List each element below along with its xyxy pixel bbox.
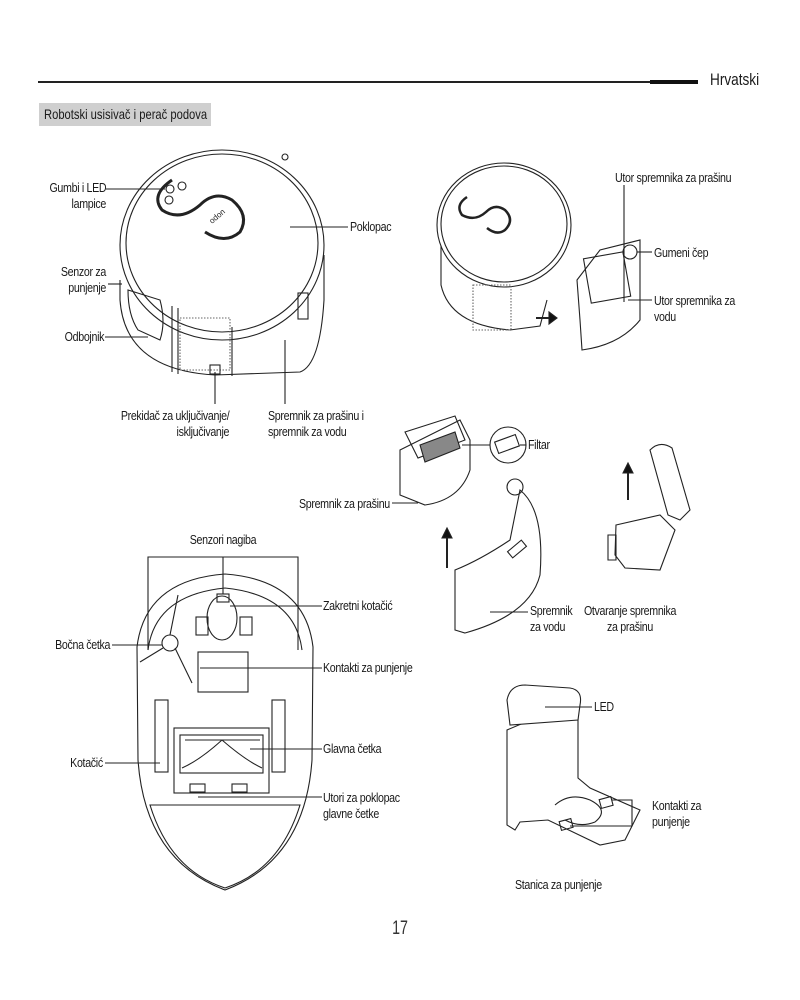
opening-dust-bin-illustration (607, 443, 691, 571)
label-dust-bin: Spremnik za prašinu (299, 496, 390, 511)
label-main-brush: Glavna četka (323, 741, 382, 756)
label-dust-bin-slot: Utor spremnika za prašinu (615, 170, 732, 185)
label-opening-bin-line2: za prašinu (607, 619, 653, 634)
label-water-tank-slot-line2: vodu (654, 309, 676, 324)
label-station-contacts-line1: Kontakti za (652, 798, 702, 813)
header-rule-accent (650, 80, 698, 84)
charging-station-illustration (506, 684, 641, 846)
robot-bottom-view-illustration (105, 556, 322, 891)
label-power-switch-line1: Prekidač za uključivanje/ (120, 408, 229, 423)
label-brush-cover-slots-line1: Utori za poklopac (323, 790, 400, 805)
label-opening-bin-line1: Otvaranje spremnika (583, 603, 677, 618)
label-filter: Filtar (528, 437, 550, 452)
label-water-tank-line1: Spremnik (530, 603, 573, 618)
label-charging-sensor-line1: Senzor za (60, 264, 106, 279)
label-swivel-wheel: Zakretni kotačić (323, 598, 393, 613)
label-tanks-line2: spremnik za vodu (268, 424, 347, 439)
language-label: Hrvatski (710, 70, 760, 89)
label-buttons-leds-line1: Gumbi i LED (49, 180, 106, 195)
logo-swirl-icon (156, 178, 246, 240)
label-buttons-leds-line2: lampice (71, 196, 107, 211)
label-wheel: Kotačić (70, 755, 103, 770)
robot-top-view-illustration: odon (105, 149, 348, 404)
label-water-tank-slot-line1: Utor spremnika za (654, 293, 735, 308)
label-water-tank-line2: za vodu (530, 619, 566, 634)
robot-tank-removed-illustration (436, 162, 652, 351)
section-title: Robotski usisivač i perač podova (44, 106, 208, 122)
label-tanks-line1: Spremnik za prašinu i (268, 408, 364, 423)
label-station-contacts-line2: punjenje (652, 814, 690, 829)
label-led: LED (594, 699, 614, 714)
label-charging-station-caption: Stanica za punjenje (515, 877, 602, 892)
label-tilt-sensors: Senzori nagiba (189, 532, 257, 547)
dust-bin-filter-illustration (392, 415, 542, 634)
label-side-brush: Bočna četka (54, 637, 110, 652)
label-charging-contacts: Kontakti za punjenje (323, 660, 413, 675)
label-power-switch-line2: isključivanje (176, 424, 229, 439)
section-title-box: Robotski usisivač i perač podova (39, 103, 211, 126)
label-bumper: Odbojnik (64, 329, 105, 344)
label-brush-cover-slots-line2: glavne četke (323, 806, 379, 821)
label-cover: Poklopac (350, 219, 392, 234)
label-charging-sensor-line2: punjenje (68, 280, 106, 295)
header-rule (38, 81, 650, 83)
page-number: 17 (392, 918, 408, 939)
label-rubber-plug: Gumeni čep (654, 245, 709, 260)
